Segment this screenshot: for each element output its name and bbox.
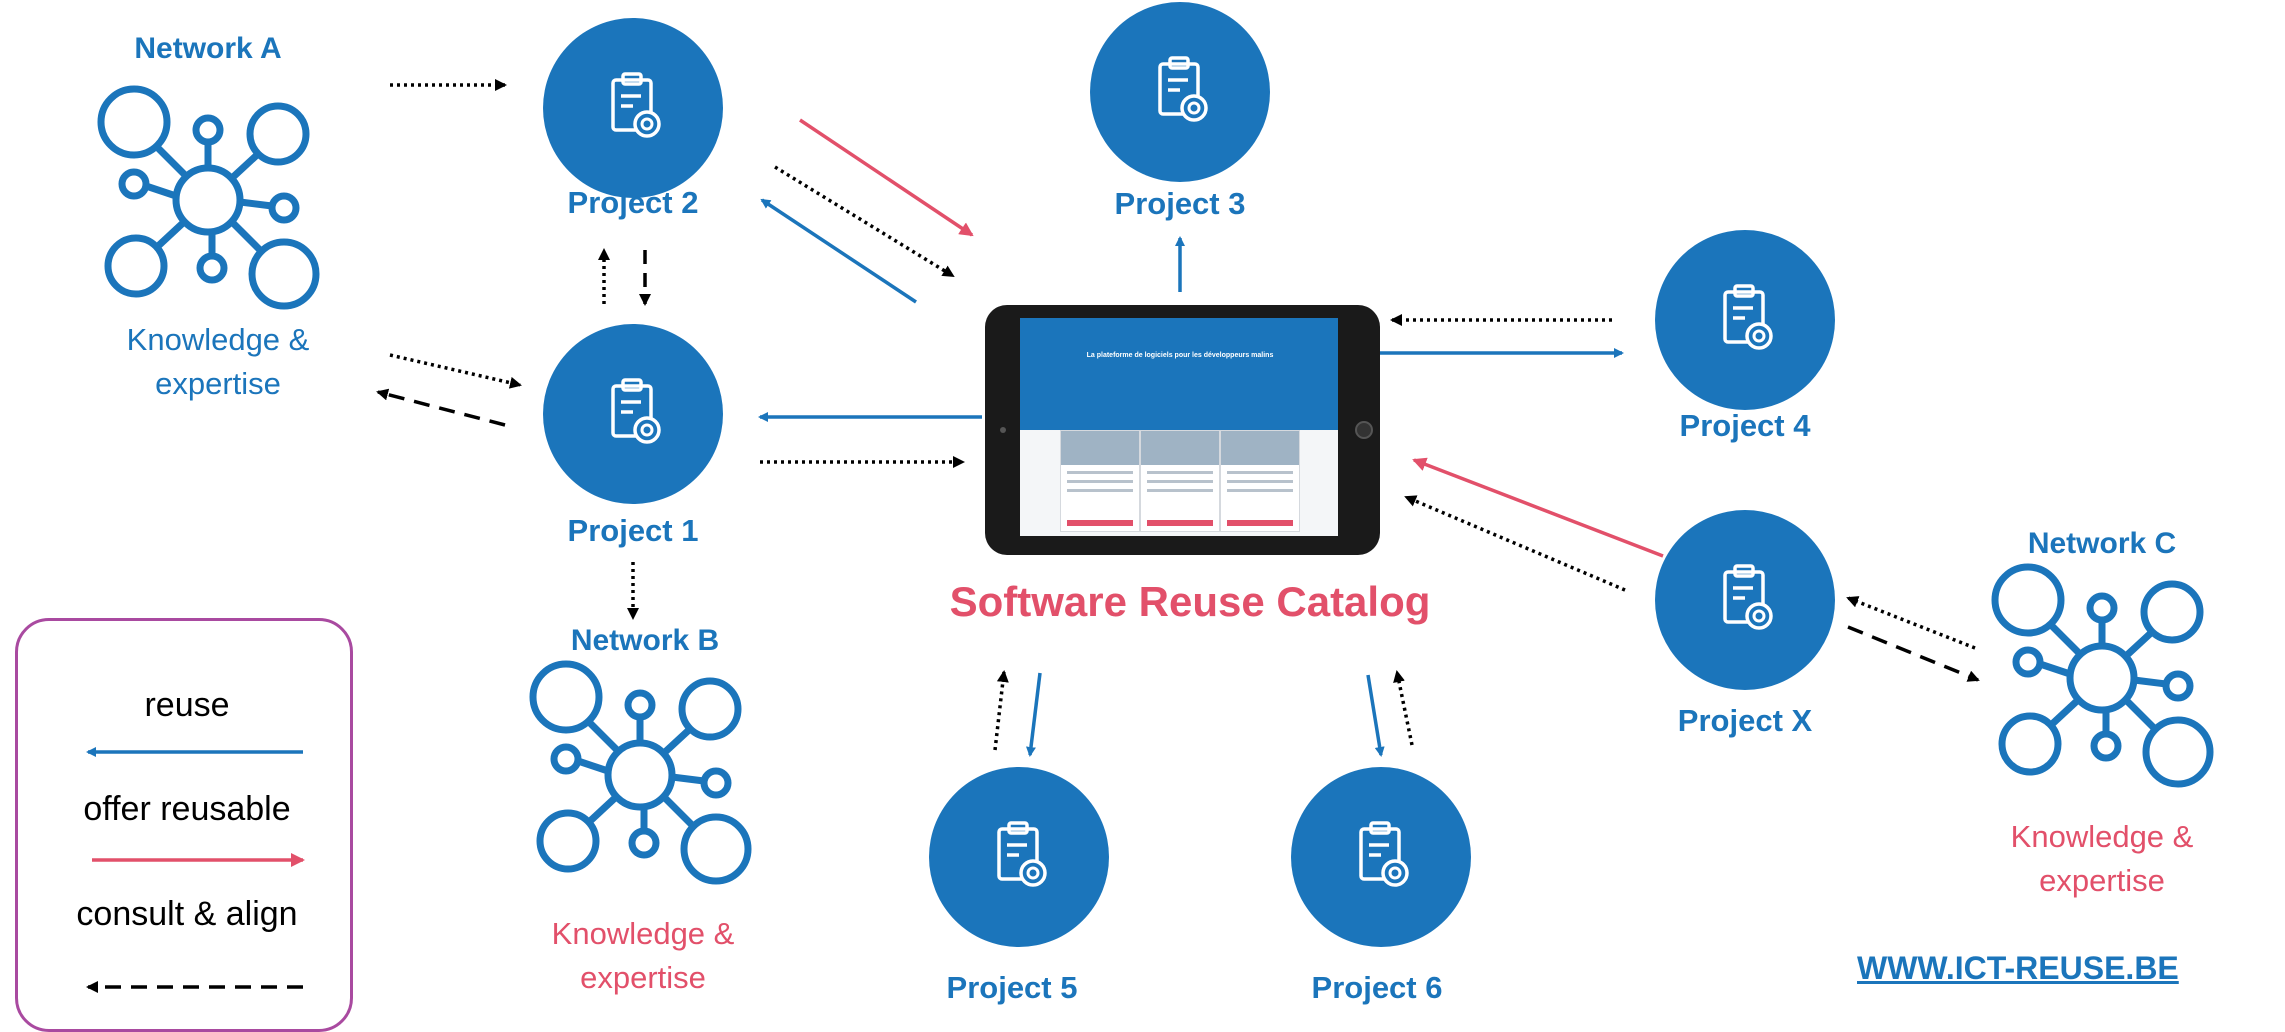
network-b-knowledge-line1: Knowledge & (551, 916, 735, 951)
consult-arrow-p1-neta (376, 388, 506, 427)
consult-arrow-netc-px (1846, 596, 1976, 650)
screen-hero (1020, 318, 1338, 430)
project-6-node (1291, 767, 1471, 947)
network-a-knowledge-line2: expertise (155, 366, 281, 401)
screen-card (1140, 430, 1220, 532)
project-4-node (1655, 230, 1835, 410)
offer-arrow-p2-catalog (799, 118, 974, 237)
consult-arrow-p2-catalog (774, 165, 955, 278)
legend-offer-label: offer reusable (83, 790, 291, 828)
project-1-node (543, 324, 723, 504)
reuse-arrow-catalog-p5 (1026, 672, 1042, 757)
project-4-label: Project 4 (1679, 408, 1811, 443)
reuse-arrow-catalog-p6 (1366, 674, 1385, 757)
network-a-knowledge-line1: Knowledge & (126, 322, 310, 357)
legend-reuse-label: reuse (144, 686, 230, 724)
screen-card (1060, 430, 1140, 532)
project-2-node (543, 18, 723, 198)
network-c-icon (1995, 567, 2210, 784)
project-3-node (1090, 2, 1270, 182)
project-x-node (1655, 510, 1835, 690)
project-x-label: Project X (1677, 703, 1813, 738)
catalog-website-screenshot: La plateforme de logiciels pour les déve… (1020, 318, 1338, 536)
consult-arrow-p6-catalog (1393, 670, 1414, 746)
consult-arrow-px-netc (1847, 625, 1980, 682)
network-c-knowledge-line1: Knowledge & (2010, 819, 2194, 854)
website-link[interactable]: WWW.ICT-REUSE.BE (1857, 950, 2179, 986)
project-1-label: Project 1 (567, 513, 699, 548)
catalog-title: Software Reuse Catalog (949, 578, 1431, 625)
screen-card (1220, 430, 1300, 532)
legend-consult-label: consult & align (76, 895, 298, 933)
project-2-label: Project 2 (567, 185, 699, 220)
consult-arrow-p5-catalog (993, 670, 1009, 751)
network-b-knowledge-line2: expertise (580, 960, 706, 995)
offer-arrow-px-catalog (1412, 457, 1664, 558)
reuse-arrow-catalog-p2 (760, 198, 917, 304)
network-c-title: Network C (2027, 527, 2177, 560)
network-b-icon (533, 664, 748, 881)
project-3-label: Project 3 (1114, 186, 1246, 221)
project-5-label: Project 5 (946, 970, 1078, 1005)
network-a-title: Network A (134, 32, 282, 65)
network-a-icon (101, 89, 316, 306)
consult-arrow-neta-p1 (389, 353, 522, 389)
consult-arrow-px-catalog (1404, 495, 1626, 592)
network-b-title: Network B (570, 624, 720, 657)
network-c-knowledge-line2: expertise (2039, 863, 2165, 898)
screen-headline: La plateforme de logiciels pour les déve… (1086, 352, 1274, 359)
project-6-label: Project 6 (1311, 970, 1443, 1005)
project-5-node (929, 767, 1109, 947)
